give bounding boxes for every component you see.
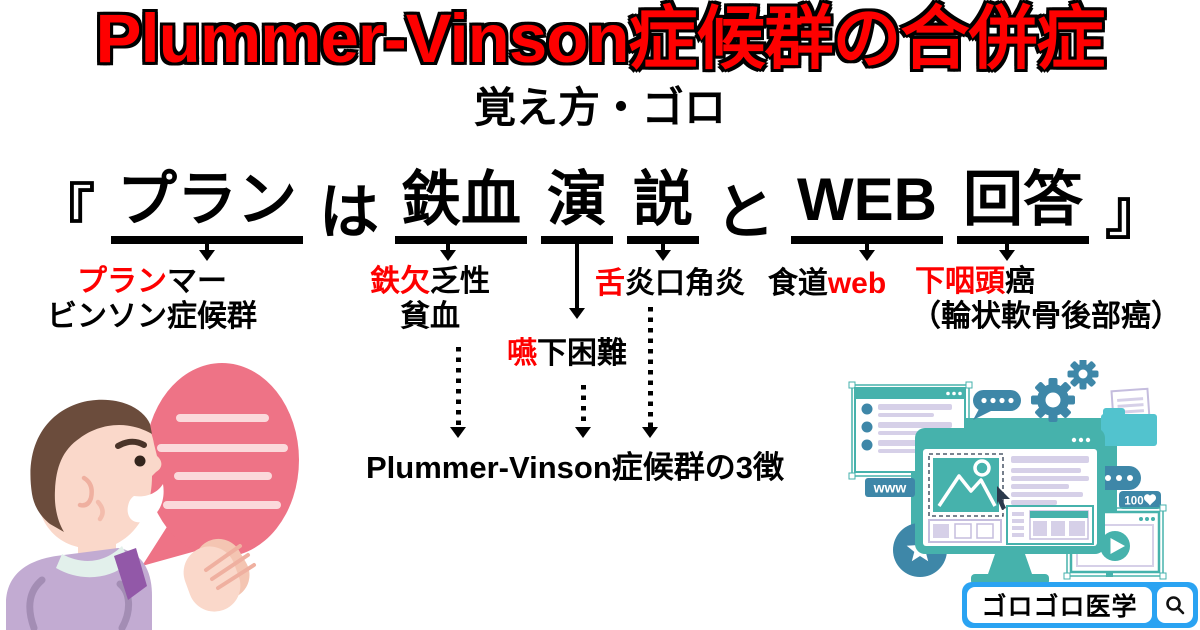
sleeve-fold [26, 576, 46, 630]
plain-text: 炎口角炎 [625, 267, 745, 300]
monitor-stand [988, 554, 1032, 574]
plain-text: 下困難 [537, 337, 627, 370]
eyebrow [115, 438, 147, 449]
dotted-down-arrow-icon [581, 385, 586, 427]
sleeve-fold [116, 580, 132, 630]
handle-dot [1159, 504, 1167, 512]
anno-hypopharyngeal-note: （輪状軟骨後部癌） [911, 300, 1181, 333]
anno-plummer-vinson-line2: ビンソン症候群 [47, 300, 257, 333]
finger-lines [204, 544, 256, 590]
dotted-down-arrow-icon [456, 347, 461, 427]
dotted-down-arrow-icon [648, 307, 653, 427]
highlight-text: プラン [77, 265, 167, 298]
mnemonic-wa: は [319, 178, 379, 246]
mnemonic-en-text: 演 [547, 165, 607, 233]
gear-icon [1067, 360, 1099, 390]
chat-dots-bubble [973, 390, 1021, 420]
mnemonic-plan-text: プラン [117, 165, 297, 233]
speaking-man-illustration [6, 363, 299, 630]
mnemonic-en: 演 [541, 165, 613, 308]
likes-badge: 100 [1119, 491, 1161, 509]
anno-esophageal-web: 食道web [768, 266, 886, 301]
mnemonic-to: と [715, 178, 775, 246]
highlight-text: 舌 [595, 267, 625, 300]
anno-hypopharyngeal-cancer: 下咽頭癌 [915, 264, 1035, 299]
down-arrow-icon [205, 242, 209, 250]
mnemonic-open-bracket: 『 [35, 178, 95, 246]
cursor-icon [997, 486, 1010, 510]
handle-dot [848, 381, 856, 389]
hair [30, 399, 152, 532]
highlight-text: 嚥 [507, 337, 537, 370]
bubble-text-lines [157, 414, 288, 509]
plain-text: 癌 [1005, 265, 1035, 298]
ear [77, 475, 94, 508]
highlight-text: 鉄欠 [370, 265, 430, 298]
mnemonic-close-bracket: 』 [1104, 178, 1165, 246]
anno-iron-line2: 貧血 [400, 300, 460, 333]
www-badge: www [865, 478, 915, 497]
mnemonic-kaitou-text: 回答 [962, 165, 1083, 233]
handle-dot [848, 472, 856, 480]
image-placeholder [928, 453, 1010, 517]
down-arrow-icon [661, 242, 665, 250]
highlight-text: 下咽頭 [915, 265, 1005, 298]
mnemonic-setsu-text: 説 [633, 165, 693, 233]
mnemonic-web: WEB [791, 165, 943, 250]
anno-iron-deficiency: 鉄欠乏性 貧血 [370, 264, 490, 334]
anno-iron-line1: 鉄欠乏性 [370, 264, 490, 299]
plain-text: 食道 [767, 267, 828, 300]
heart-icon [1144, 494, 1156, 506]
mnemonic-kaitou: 回答 [956, 165, 1089, 250]
speech-bubble [142, 363, 299, 566]
mnemonic-tekketsu-text: 鉄血 [401, 165, 521, 233]
brand-search-text: ゴロゴロ医学 [967, 587, 1152, 623]
plain-text: 乏性 [430, 265, 490, 298]
anno-plummer-vinson: プランマー ビンソン症候群 [47, 264, 257, 334]
tie [114, 548, 147, 600]
mnemonic-tekketsu: 鉄血 [395, 165, 527, 250]
page-title: Plummer-Vinson症候群の合併症 [95, 0, 1105, 77]
mnemonic-setsu: 説 [627, 165, 699, 250]
eye [134, 455, 146, 467]
collar [56, 546, 130, 578]
anno-dysphagia: 嚥下困難 [507, 336, 627, 371]
long-down-arrow-icon [575, 242, 579, 308]
handle-dot [1063, 572, 1071, 580]
handle-dot [1159, 572, 1167, 580]
handle-dot [1106, 570, 1113, 577]
search-icon [1166, 596, 1185, 615]
plain-text: マー [167, 265, 227, 298]
search-button [1157, 587, 1193, 623]
down-arrow-icon [1005, 242, 1010, 250]
folder-document-icon [1101, 387, 1157, 446]
mnemonic-line: 『 プラン は 鉄血 演 説 と WEB 回答 』 [0, 156, 1200, 308]
cheek-line [95, 499, 105, 522]
web-design-illustration: www [848, 360, 1167, 585]
down-arrow-icon [864, 242, 869, 250]
www-label: www [873, 480, 907, 496]
anno-plummer-vinson-line1: プランマー [47, 264, 257, 299]
anno-glossitis: 舌炎口角炎 [595, 266, 745, 301]
mnemonic-web-text: WEB [797, 165, 937, 233]
subtitle: 覚え方・ゴロ [473, 84, 726, 131]
text-lines [1011, 456, 1089, 505]
man-figure [6, 399, 256, 630]
mnemonic-plan: プラン [111, 165, 303, 250]
likes-count: 100 [1124, 496, 1143, 508]
search-bar: ゴロゴロ医学 [962, 582, 1198, 628]
hand [183, 538, 256, 612]
handle-dot [965, 381, 973, 389]
gear-icon [1031, 378, 1075, 422]
sub-window-table [1006, 505, 1094, 545]
triad-label: Plummer-Vinson症候群の3徴 [366, 450, 784, 485]
highlight-text: web [827, 267, 887, 300]
down-arrow-icon [445, 242, 450, 250]
wireframe-grid [928, 519, 1002, 543]
open-mouth [127, 484, 164, 523]
play-icon [1110, 538, 1125, 554]
